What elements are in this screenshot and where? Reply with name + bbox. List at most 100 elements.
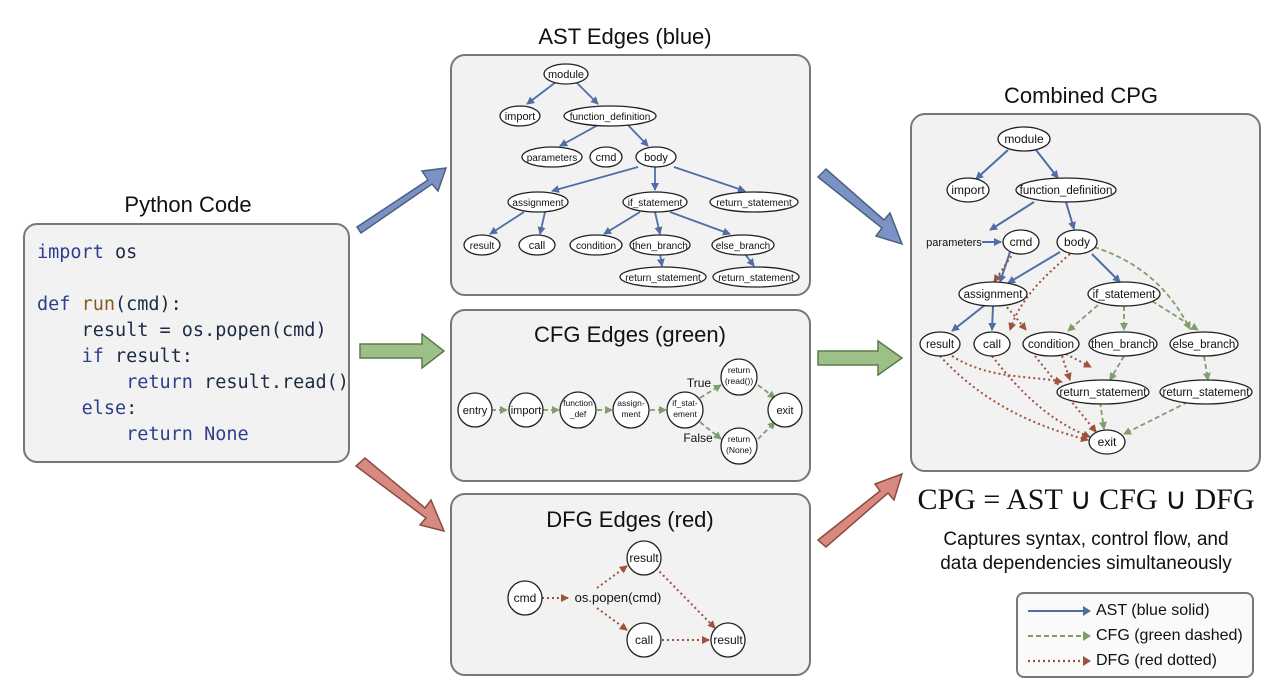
cfg-node-return-read-label: return [728,365,750,375]
cfg-node-if-statement-label: if_stat- [672,398,698,408]
combined-nodes: module import function_definition parame… [919,126,1253,455]
legend-label-cfg: CFG (green dashed) [1096,627,1243,644]
ast-node-parameters [521,146,583,168]
ast-node-assignment [507,191,569,213]
ast-node-else-return-label: return_statement [718,273,794,284]
cfg-false-label: False [683,431,713,445]
cfg-node-exit-label: exit [776,405,793,417]
ast-node-call-label: call [529,240,546,252]
cfg-node-assignment-label: ment [622,409,642,419]
dfg-node-call-label: call [635,633,653,647]
cfg-node-return-none [720,427,758,465]
caption-line: Captures syntax, control flow, and [943,529,1229,550]
cpg-node-result [919,331,961,357]
cpg-node-body-label: body [1064,235,1090,249]
cpg-node-import [946,177,990,203]
code-line: if result: [81,346,193,367]
ast-node-result [463,234,501,256]
cpg-node-assignment-label: assignment [964,289,1024,301]
cpg-node-exit-label: exit [1098,435,1117,449]
cpg-node-parameters-label: parameters [926,237,982,249]
ast-node-result-label: result [470,241,495,252]
dfg-nodes: cmd os.popen(cmd) result call result [507,540,746,658]
ast-node-else-return [712,266,800,288]
cpg-node-function-definition [1015,177,1117,203]
cfg-node-import-label: import [511,405,542,417]
code-line: import os [37,242,138,263]
combined-title: Combined CPG [1004,83,1158,108]
cpg-node-else-return-label: return_statement [1163,387,1251,399]
python-code-title: Python Code [124,192,252,217]
cfg-node-function-def-label: function [563,398,593,408]
arrow-dfg-to-combined [816,472,904,548]
legend-item-cfg: CFG (green dashed) [1026,625,1250,647]
cpg-node-body [1056,229,1098,255]
ast-node-import-label: import [505,111,536,123]
cfg-title: CFG Edges (green) [534,322,726,347]
cpg-node-call [973,331,1011,357]
cfg-true-label: True [687,376,712,390]
dfg-title: DFG Edges (red) [546,507,714,532]
ast-node-then-branch-label: then_branch [632,241,688,252]
ast-nodes: module import function_definition parame… [463,63,800,288]
ast-node-body [635,146,677,168]
cpg-node-then-return-label: return_statement [1060,387,1148,399]
ast-node-function-definition [563,105,657,127]
dfg-node-result-bottom-label: result [713,633,743,647]
ast-node-condition [569,234,623,256]
cfg-node-return-none-label: (None) [726,445,752,455]
cpg-node-else-branch-label: else_branch [1173,339,1236,351]
arrow-to-ast [355,167,448,235]
cpg-caption: Captures syntax, control flow, and data … [912,528,1260,576]
ast-node-parameters-label: parameters [527,153,578,164]
cpg-node-exit [1088,429,1126,455]
arrow-ast-to-combined [816,167,904,246]
ast-node-cmd-label: cmd [596,152,617,164]
cfg-nodes: entry import function _def assign- ment … [457,358,803,465]
cfg-node-return-none-label: return [728,434,750,444]
cpg-node-result-label: result [926,339,955,351]
ast-node-return-statement [709,191,799,213]
cpg-node-module-label: module [1004,132,1044,146]
ast-node-return-statement-label: return_statement [716,198,792,209]
cpg-node-then-return [1056,379,1150,405]
cpg-node-else-branch [1169,331,1239,357]
ast-node-module-label: module [548,69,584,81]
cpg-node-else-return [1159,379,1253,405]
legend-swatch-ast [1028,606,1091,616]
cfg-node-if-statement-label: ement [673,409,697,419]
cfg-node-return-read-label: (read()) [725,376,754,386]
legend-item-dfg: DFG (red dotted) [1026,650,1250,672]
ast-node-then-branch [629,234,691,256]
ast-node-else-branch [711,234,775,256]
ast-edges [489,81,755,267]
ast-node-if-statement-label: if_statement [628,198,683,209]
caption-line: data dependencies simultaneously [940,553,1232,574]
cpg-node-cmd-label: cmd [1010,235,1033,249]
cfg-node-import [508,392,544,428]
dfg-node-popen-label: os.popen(cmd) [575,590,662,605]
cpg-node-then-branch-label: then_branch [1091,339,1155,351]
arrow-to-dfg [354,457,446,533]
cpg-node-module [997,126,1051,152]
cpg-node-function-definition-label: function_definition [1020,185,1113,197]
ast-node-if-statement [622,191,688,213]
ast-node-condition-label: condition [576,241,616,252]
cpg-node-cmd [1002,229,1040,255]
cpg-node-if-statement [1087,281,1161,307]
ast-node-then-return-label: return_statement [625,273,701,284]
ast-node-import [499,105,541,127]
arrow-cfg-to-combined [817,339,904,377]
ast-node-body-label: body [644,152,668,164]
cfg-node-exit [767,392,803,428]
ast-panel [450,54,811,296]
cfg-node-entry-label: entry [463,405,488,417]
dfg-node-call [626,622,662,658]
cfg-edges [491,384,776,440]
dfg-node-result-bottom [710,622,746,658]
legend-swatch-cfg [1028,631,1091,641]
ast-node-then-return [619,266,707,288]
ast-node-assignment-label: assignment [512,198,563,209]
legend-label-dfg: DFG (red dotted) [1096,652,1217,669]
